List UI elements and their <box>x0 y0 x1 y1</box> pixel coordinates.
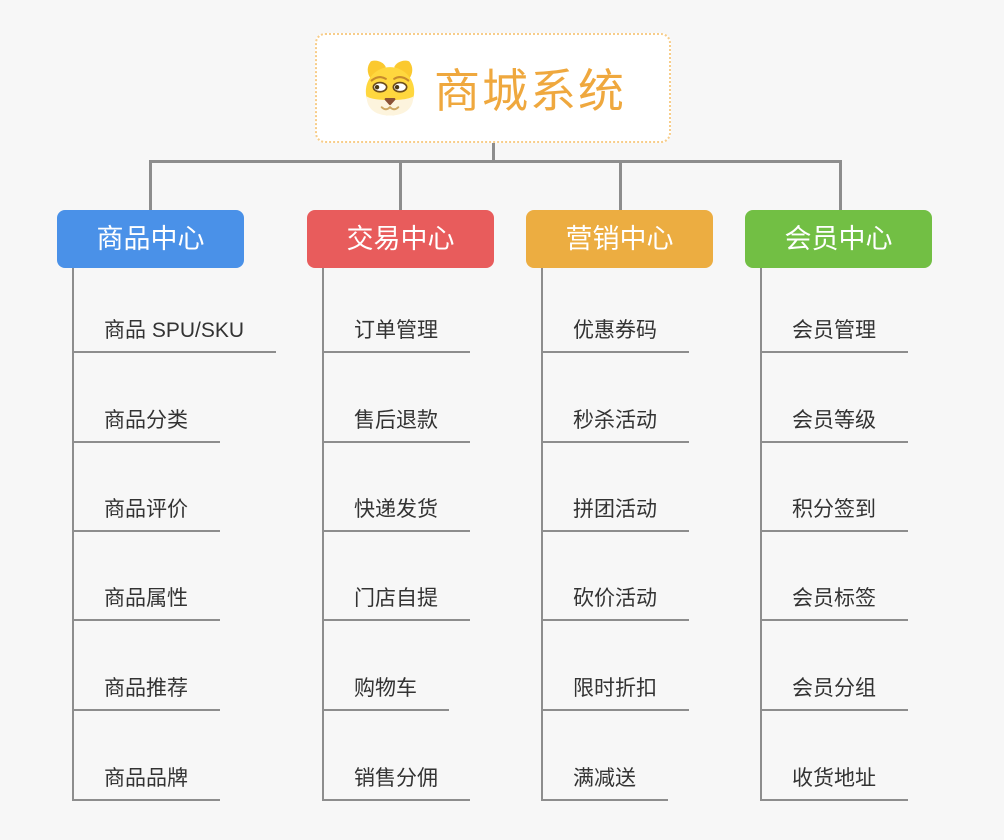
leaf-node-full-reduction[interactable]: 满减送 <box>543 759 668 801</box>
leaf-node-product-attribute[interactable]: 商品属性 <box>74 579 220 621</box>
connector-drop-member-center <box>839 160 842 210</box>
leaf-node-sales-commission[interactable]: 销售分佣 <box>324 759 470 801</box>
leaf-node-express-delivery[interactable]: 快递发货 <box>324 490 470 532</box>
leaf-node-member-group[interactable]: 会员分组 <box>762 669 908 711</box>
dog-face-icon <box>360 58 420 118</box>
leaf-node-product-recommend[interactable]: 商品推荐 <box>74 669 220 711</box>
leaf-column-marketing-center: 优惠券码 秒杀活动 拼团活动 砍价活动 限时折扣 满减送 <box>541 268 689 801</box>
leaf-node-product-brand[interactable]: 商品品牌 <box>74 759 220 801</box>
branch-node-marketing-center[interactable]: 营销中心 <box>526 210 713 268</box>
leaf-column-product-center: 商品 SPU/SKU 商品分类 商品评价 商品属性 商品推荐 商品品牌 <box>72 268 277 801</box>
root-node-mall-system[interactable]: 商城系统 <box>315 33 671 143</box>
leaf-node-limited-time-discount[interactable]: 限时折扣 <box>543 669 689 711</box>
leaf-node-coupon-code[interactable]: 优惠券码 <box>543 311 689 353</box>
root-title: 商城系统 <box>434 65 626 117</box>
leaf-node-points-checkin[interactable]: 积分签到 <box>762 490 908 532</box>
leaf-node-member-tag[interactable]: 会员标签 <box>762 579 908 621</box>
leaf-node-shopping-cart[interactable]: 购物车 <box>324 669 449 711</box>
leaf-node-store-pickup[interactable]: 门店自提 <box>324 579 470 621</box>
connector-drop-product-center <box>149 160 152 210</box>
leaf-node-group-buy[interactable]: 拼团活动 <box>543 490 689 532</box>
connector-drop-trade-center <box>399 160 402 210</box>
leaf-node-product-spu-sku[interactable]: 商品 SPU/SKU <box>74 311 277 353</box>
leaf-node-flash-sale[interactable]: 秒杀活动 <box>543 401 689 443</box>
connector-drop-marketing-center <box>619 160 622 210</box>
leaf-node-product-review[interactable]: 商品评价 <box>74 490 220 532</box>
leaf-column-trade-center: 订单管理 售后退款 快递发货 门店自提 购物车 销售分佣 <box>322 268 470 801</box>
connector-root-stem <box>492 143 495 161</box>
leaf-column-member-center: 会员管理 会员等级 积分签到 会员标签 会员分组 收货地址 <box>760 268 908 801</box>
leaf-node-member-level[interactable]: 会员等级 <box>762 401 908 443</box>
leaf-node-aftersale-refund[interactable]: 售后退款 <box>324 401 470 443</box>
leaf-node-product-category[interactable]: 商品分类 <box>74 401 220 443</box>
branch-node-product-center[interactable]: 商品中心 <box>57 210 244 268</box>
connector-horizontal-bar <box>149 160 841 163</box>
leaf-node-shipping-address[interactable]: 收货地址 <box>762 759 908 801</box>
leaf-node-member-management[interactable]: 会员管理 <box>762 311 908 353</box>
branch-node-trade-center[interactable]: 交易中心 <box>307 210 494 268</box>
leaf-node-bargain-activity[interactable]: 砍价活动 <box>543 579 689 621</box>
branch-node-member-center[interactable]: 会员中心 <box>745 210 932 268</box>
leaf-node-order-management[interactable]: 订单管理 <box>324 311 470 353</box>
